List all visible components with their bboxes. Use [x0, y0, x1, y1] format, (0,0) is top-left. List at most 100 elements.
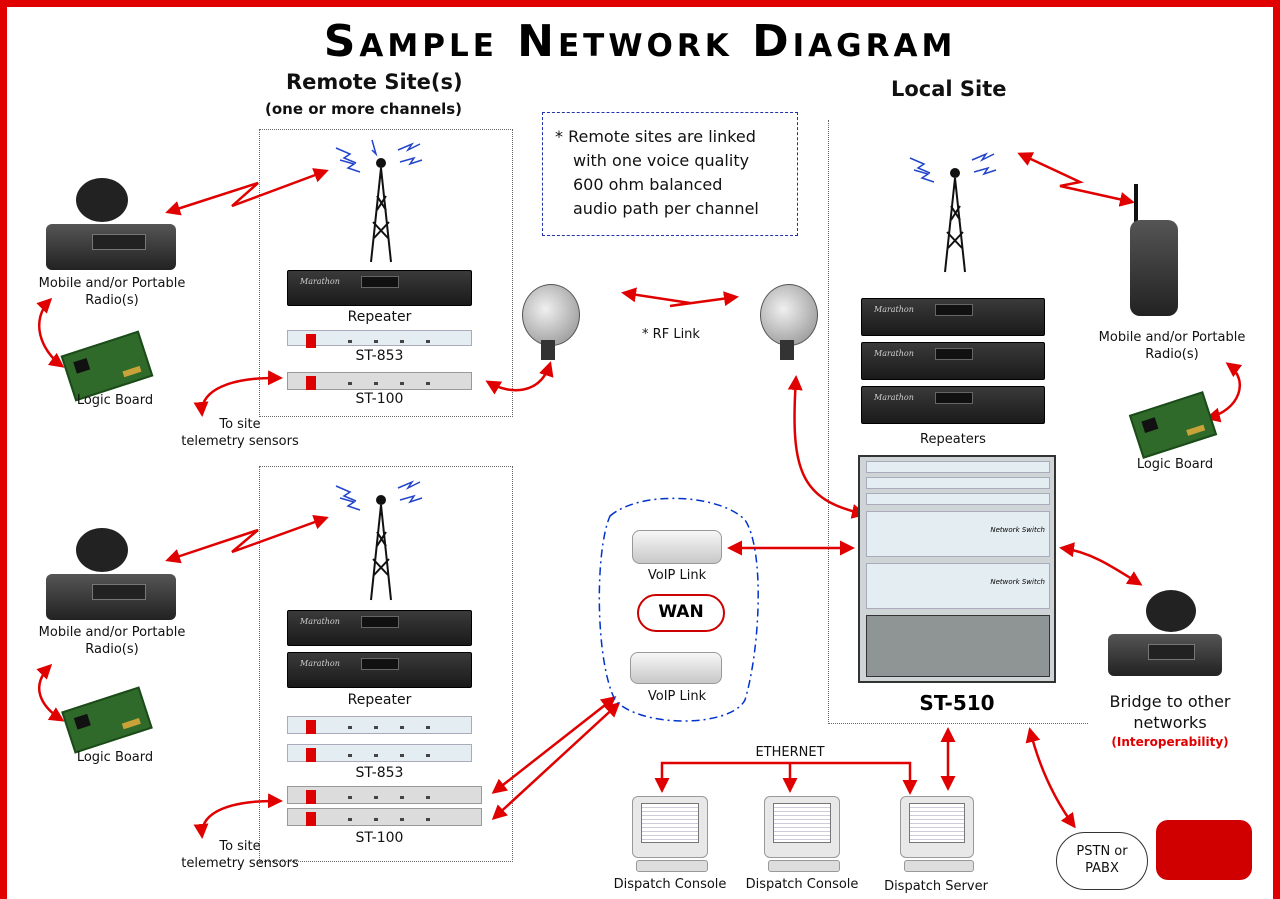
st853-label-remote-1: ST-853 [355, 348, 404, 364]
logic-board-label-1: Logic Board [76, 393, 154, 408]
note-line-1: * Remote sites are linked [555, 127, 756, 146]
ethernet-label: ETHERNET [755, 745, 825, 760]
mobile-radio-icon-2 [46, 574, 176, 620]
repeater-unit-local-3: Marathon [861, 386, 1045, 424]
pstn-arrow [1025, 727, 1076, 829]
diagram-title: Sample Network Diagram [323, 16, 957, 67]
dish-mount-local [780, 340, 794, 360]
telemetry-arrow-2 [193, 793, 283, 839]
rf-link-label: * RF Link [642, 327, 700, 342]
repeater-label-remote-2: Repeater [347, 692, 412, 708]
repeaters-label: Repeaters [920, 432, 986, 447]
repeater-label-remote-1: Repeater [347, 309, 412, 325]
bridge-radio-icon [1108, 634, 1222, 676]
repeater-unit-remote-1: Marathon [287, 270, 472, 306]
st853-label-remote-2: ST-853 [355, 765, 404, 781]
keyboard-icon-1 [636, 860, 708, 872]
st100-unit-remote-2a [287, 786, 482, 804]
voip-link-label-1: VoIP Link [647, 568, 707, 583]
voip-link-label-2: VoIP Link [647, 689, 707, 704]
satellite-dish-icon-remote [522, 284, 580, 346]
dispatch-server-label: Dispatch Server [884, 879, 988, 894]
logic-board-label-2: Logic Board [76, 750, 154, 765]
network-switch-text: Network Switch [990, 526, 1045, 534]
network-switch-text-2: Network Switch [990, 578, 1045, 586]
voip-link-device-icon-1 [632, 530, 722, 564]
repeater-unit-local-1: Marathon [861, 298, 1045, 336]
voip-link-device-icon-2 [630, 652, 722, 684]
microphone-icon-bridge [1146, 590, 1196, 632]
repeater-unit-local-2: Marathon [861, 342, 1045, 380]
dispatch-console-monitor-icon-1 [632, 796, 708, 858]
dispatch-console-monitor-icon-2 [764, 796, 840, 858]
dish-st510-arrow [787, 375, 867, 519]
portable-antenna-icon [1134, 184, 1138, 224]
wan-region [598, 497, 759, 722]
antenna-tower-icon-local [944, 168, 966, 273]
st510-rack-icon: Network Switch Network Switch [858, 455, 1056, 683]
remote-site-box-2 [259, 466, 513, 862]
voip-st100-arrow-2 [491, 701, 621, 821]
st100-unit-remote-1 [287, 372, 472, 390]
remote-site-box-1 [259, 129, 513, 417]
st100-label-remote-2: ST-100 [355, 830, 404, 846]
note-line-3: 600 ohm balanced [573, 175, 723, 194]
wan-label: WAN [658, 602, 704, 622]
pstn-cloud-icon [1056, 832, 1148, 890]
note-box: * Remote sites are linked with one voice… [542, 112, 798, 236]
logic-board-label-local: Logic Board [1136, 457, 1214, 472]
st100-unit-remote-2b [287, 808, 482, 826]
st100-dish-arrow [485, 361, 554, 395]
microphone-icon-2 [76, 528, 128, 572]
mobile-logic-arrow-1 [36, 297, 65, 368]
dispatch-console-label-1: Dispatch Console [613, 877, 727, 892]
satellite-dish-icon-local [760, 284, 818, 346]
note-line-2: with one voice quality [573, 151, 750, 170]
note-line-4: audio path per channel [573, 199, 759, 218]
keyboard-icon-2 [768, 860, 840, 872]
local-mobile-logic-arrow [1205, 362, 1243, 423]
radio-waves-icon [335, 139, 997, 511]
mobile-logic-arrow-2 [36, 663, 65, 722]
antenna-tower-icon-remote-2 [370, 495, 392, 601]
dispatch-console-label-2: Dispatch Console [745, 877, 859, 892]
rf-link-arrow [621, 287, 739, 308]
repeater-unit-remote-2b: Marathon [287, 652, 472, 688]
microphone-icon-1 [76, 178, 128, 222]
antenna-tower-icon-remote-1 [370, 158, 392, 263]
ethernet-bus [654, 761, 918, 795]
repeater-unit-remote-2a: Marathon [287, 610, 472, 646]
st853-unit-remote-2a [287, 716, 472, 734]
st510-bridge-arrow [1059, 542, 1143, 586]
voip-st100-arrow-1 [491, 696, 617, 794]
dispatch-server-monitor-icon [900, 796, 974, 858]
st853-unit-remote-1 [287, 330, 472, 348]
dish-mount-remote [541, 340, 555, 360]
telemetry-arrow-1 [193, 370, 283, 417]
st510-label: ST-510 [919, 691, 995, 715]
st100-label-remote-1: ST-100 [355, 391, 404, 407]
telephone-icon [1156, 820, 1252, 880]
keyboard-icon-3 [904, 860, 974, 872]
portable-radio-icon [1130, 220, 1178, 316]
rf-arrow-remote-2 [165, 515, 329, 564]
wan-cloud-icon [637, 594, 725, 632]
remote-site-heading: Remote Site(s) [286, 70, 463, 94]
local-site-heading: Local Site [891, 77, 1007, 101]
remote-site-subheading: (one or more channels) [265, 100, 463, 118]
local-site-bottom-rule [828, 723, 1088, 725]
mobile-radio-icon-1 [46, 224, 176, 270]
interoperability-label: (Interoperability) [1111, 735, 1229, 749]
rf-arrow-remote-1 [165, 168, 329, 216]
st853-unit-remote-2b [287, 744, 472, 762]
rf-arrow-local [1017, 152, 1135, 207]
